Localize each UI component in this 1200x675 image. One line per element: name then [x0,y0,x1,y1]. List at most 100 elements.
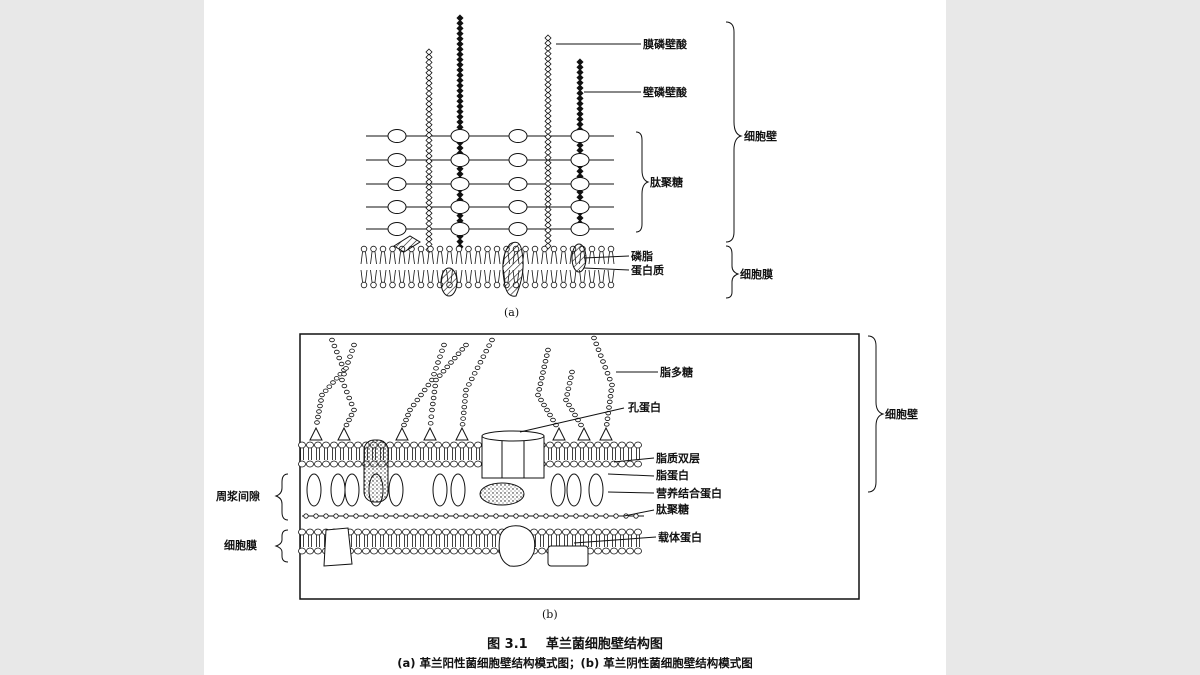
lipid-head [474,528,482,536]
lipopolysaccharide-chain [346,417,352,423]
lipid-head [602,460,610,468]
phospholipid-tail [531,251,539,265]
phospholipid-tail [436,251,444,265]
lipopolysaccharide-chain [536,387,543,392]
lipopolysaccharide-chain [331,343,338,349]
lipopolysaccharide-chain [344,389,350,395]
caption-b: (b) [542,608,558,621]
phospholipid-tail [427,251,434,265]
label-lipoteichoic-acid: 膜磷壁酸 [643,37,688,51]
lipoprotein [344,473,360,507]
phospholipid-head [465,245,472,253]
lipid-head [554,528,562,536]
membrane-protein [440,267,458,297]
lipid-head [610,441,618,449]
label-lipoprotein: 脂蛋白 [655,468,689,482]
lps-core [309,426,323,441]
lipid-tail [420,535,424,547]
lipid-head [338,460,346,468]
label-periplasmic-space: 周浆间隙 [216,489,260,503]
peptidoglycan-sugar [573,513,579,519]
lipid-head [586,441,594,449]
lipid-head [618,547,626,555]
label-cell-membrane-b: 细胞膜 [224,538,257,552]
peptidoglycan-sugar [450,153,470,167]
lipopolysaccharide-chain [428,414,435,419]
label-protein: 蛋白质 [631,263,664,277]
lipid-head [450,441,458,449]
peptidoglycan-sugar [603,513,609,519]
lipopolysaccharide-chain [606,405,612,410]
lipopolysaccharide-chain [545,347,551,353]
phospholipid-tail [484,251,491,265]
label-phospholipid: 磷脂 [631,249,653,263]
lipid-head [386,528,394,536]
phospholipid-tail [417,251,425,265]
phospholipid-tail [455,251,463,265]
phospholipid-tail [550,251,558,265]
lipid-tail [316,448,320,460]
label-nutrient-binding-protein: 营养结合蛋白 [656,486,722,500]
peptidoglycan-sugar [450,222,470,236]
lipid-head [426,528,434,536]
lipid-tail [300,535,304,547]
phospholipid-tail [446,251,453,265]
lipid-head [426,441,434,449]
lipid-head [410,547,418,555]
label-cell-wall-a: 细胞壁 [744,129,777,143]
lipid-head [346,460,354,468]
lipid-head [330,460,338,468]
lps-core [423,426,437,441]
peptidoglycan-sugar [570,200,590,214]
lipopolysaccharide-chain [606,399,613,405]
peptidoglycan-sugar [433,513,439,519]
lipopolysaccharide-chain [459,422,466,427]
diagram-a-leaders [556,21,743,299]
lipid-head [354,460,362,468]
phospholipid-tail [474,269,482,283]
lipopolysaccharide-chain [317,403,323,409]
lipid-head [466,441,474,449]
lipopolysaccharide-chain [348,412,355,418]
lipid-head [450,547,458,555]
phospholipid-tail [541,269,548,283]
lipopolysaccharide-chain [348,401,355,407]
lipid-head [578,528,586,536]
phospholipid-head [379,281,387,289]
lipid-tail [620,448,624,460]
lipoprotein [566,473,582,507]
peptidoglycan-sugar [450,129,470,143]
peptidoglycan-sugar [343,513,349,519]
lipid-tail [308,448,312,460]
lipid-head [434,460,442,468]
lipopolysaccharide-chain [538,397,544,403]
lipopolysaccharide-chain [565,386,572,391]
peptidoglycan-sugar [508,222,528,236]
lipid-head [394,528,402,536]
lipopolysaccharide-chain [315,414,321,420]
lipopolysaccharide-chain [461,404,468,410]
lipid-head [570,441,578,449]
lipid-head [626,441,634,449]
lipid-head [386,547,394,555]
peptidoglycan-sugar [313,513,319,519]
lipid-tail [428,448,432,460]
lipid-tail [548,535,552,547]
lipid-tail [324,448,328,460]
lipopolysaccharide-chain [338,361,345,367]
lipid-tail [572,535,576,547]
lipid-head [442,460,450,468]
lipopolysaccharide-chain [547,412,553,418]
phospholipid-head [598,281,605,289]
lps-core [455,426,469,441]
lipid-tail [468,448,472,460]
peptidoglycan-sugar [373,513,379,519]
lipopolysaccharide-chain [444,364,451,370]
lipid-head [442,547,450,555]
lipopolysaccharide-chain [407,407,413,413]
lipopolysaccharide-chain [591,335,597,341]
phospholipid-tail [531,269,539,283]
phospholipid-tail [427,269,434,283]
lipid-head [594,547,602,555]
membrane-protein [393,235,421,253]
